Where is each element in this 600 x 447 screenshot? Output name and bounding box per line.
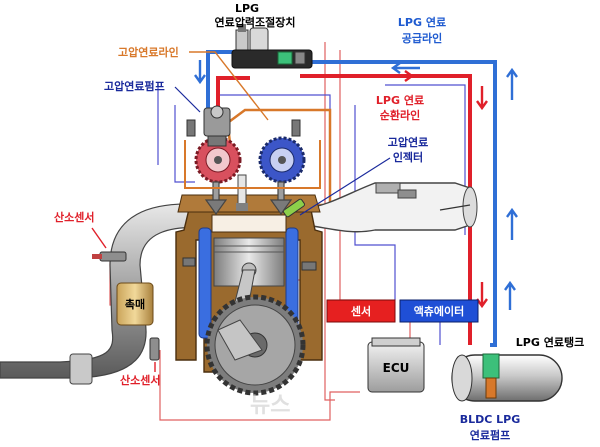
- left-arrow-icon: [390, 62, 420, 74]
- bldc-pump-label-line1: BLDC LPG: [460, 413, 521, 426]
- return-line-label-line2: 순환라인: [380, 108, 420, 122]
- injector-leader: [299, 157, 391, 216]
- sensor-box-label: 센서: [351, 304, 371, 318]
- up-arrow-icon: [506, 207, 518, 240]
- o2-sensor-downstream: [149, 337, 160, 361]
- regulator-label-line1: LPG: [235, 2, 259, 15]
- regulator-label-line2: 연료압력조절장치: [215, 15, 296, 29]
- high-pressure-line-label: 고압연료라인: [118, 45, 179, 59]
- high-pressure-fuel-pump: [203, 105, 231, 147]
- lpg-fuel-tank: [451, 353, 563, 402]
- high-pressure-injector: [282, 198, 306, 218]
- supply-line-label-line2: 공급라인: [402, 31, 442, 45]
- high-pressure-pump-leader: [174, 86, 201, 113]
- ecu-unit: [367, 337, 425, 393]
- actuator-box: [399, 299, 479, 323]
- o2-sensor-bottom-label: 산소센서: [120, 373, 160, 387]
- cam-cover: [184, 140, 321, 189]
- return-line-label-line1: LPG 연료: [376, 93, 424, 107]
- watermark: 뉴스: [250, 393, 290, 418]
- crankshaft-gear: [204, 294, 306, 396]
- o2-sensor-top-leader: [91, 227, 107, 249]
- o2-sensor-top-label: 산소센서: [54, 210, 94, 224]
- actuator-box-label: 액츄에이터: [414, 304, 465, 318]
- flow-arrows: [194, 60, 518, 310]
- up-arrow-icon: [504, 280, 516, 310]
- ecu-label: ECU: [383, 361, 410, 375]
- bldc-lpg-pump: [482, 353, 500, 379]
- injector-label-line2: 인젝터: [393, 150, 423, 164]
- supply-line-label-line1: LPG 연료: [398, 15, 446, 29]
- exhaust-cam-gear: [258, 136, 306, 184]
- right-arrow-icon: [392, 70, 415, 82]
- up-arrow-icon: [506, 67, 518, 100]
- fuel-tank-label: LPG 연료탱크: [516, 335, 584, 349]
- o2-sensor-upstream: [92, 251, 127, 262]
- down-arrow-icon: [476, 86, 488, 111]
- sensor-box: [326, 299, 396, 323]
- high-pressure-line-leader: [189, 51, 269, 121]
- fuel-pressure-regulator: [231, 24, 313, 69]
- valves: [204, 181, 293, 216]
- lpg-supply-line-main: [312, 60, 497, 347]
- bldc-pump-label-line2: 연료펌프: [470, 428, 510, 442]
- lpg-return-line: [216, 74, 472, 345]
- catalyst-label: 촉매: [125, 297, 145, 311]
- high-pressure-pump-label: 고압연료펌프: [104, 79, 165, 93]
- cam-sensor: [186, 119, 196, 137]
- catalyst-body: [116, 282, 154, 326]
- down-arrow-icon: [194, 60, 206, 85]
- down-arrow-icon: [476, 282, 488, 309]
- intake-manifold: [299, 182, 478, 233]
- injector-label-line1: 고압연료: [388, 135, 428, 149]
- intake-cam-gear: [194, 136, 242, 184]
